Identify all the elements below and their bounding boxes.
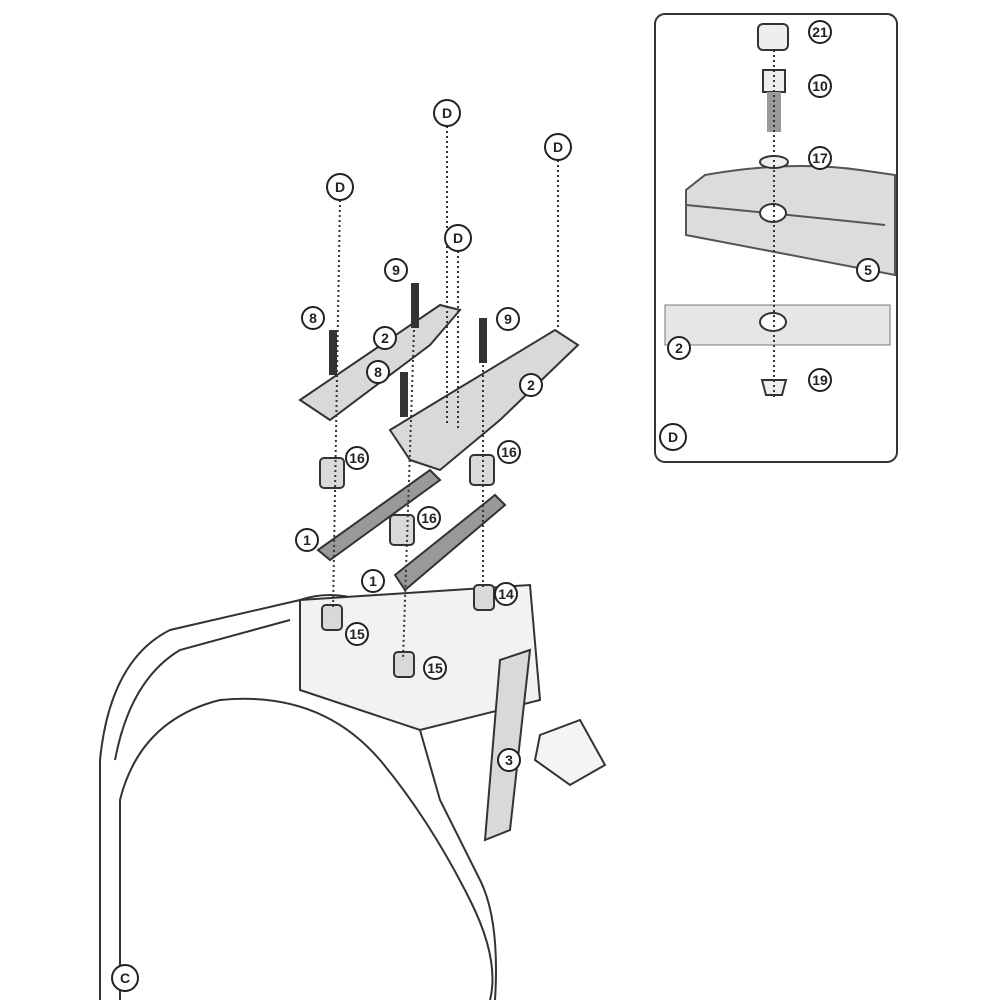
svg-text:19: 19 [812, 372, 828, 388]
callout-9: 9 [384, 258, 408, 282]
callout-1: 1 [295, 528, 319, 552]
spacer-16c [389, 514, 415, 546]
svg-text:14: 14 [498, 586, 514, 602]
svg-text:8: 8 [309, 310, 317, 326]
callout-8: 8 [366, 360, 390, 384]
spacer-15a [321, 604, 343, 631]
callout-2: 2 [373, 326, 397, 350]
callout-16: 16 [417, 506, 441, 530]
spacer-14 [473, 584, 495, 611]
svg-text:D: D [442, 105, 452, 121]
svg-text:1: 1 [303, 532, 311, 548]
callout-c: C [111, 964, 139, 992]
svg-text:D: D [453, 230, 463, 246]
callout-d: D [326, 173, 354, 201]
inset-callout-21: 21 [808, 20, 832, 44]
svg-text:D: D [335, 179, 345, 195]
svg-text:15: 15 [349, 626, 365, 642]
svg-text:16: 16 [421, 510, 437, 526]
cap-21 [757, 23, 789, 51]
svg-text:1: 1 [369, 573, 377, 589]
callout-16: 16 [345, 446, 369, 470]
callout-14: 14 [494, 582, 518, 606]
svg-text:2: 2 [381, 330, 389, 346]
callout-d: D [444, 224, 472, 252]
svg-text:9: 9 [504, 311, 512, 327]
svg-text:15: 15 [427, 660, 443, 676]
plate-1b [393, 493, 507, 592]
callout-d: D [544, 133, 572, 161]
nut-19 [760, 379, 788, 396]
inset-callout-d: D [659, 423, 687, 451]
inset-panel [654, 13, 898, 463]
inset-callout-19: 19 [808, 368, 832, 392]
svg-text:8: 8 [374, 364, 382, 380]
svg-text:5: 5 [864, 262, 872, 278]
bolt-8a [329, 330, 337, 375]
svg-text:16: 16 [349, 450, 365, 466]
callout-d: D [433, 99, 461, 127]
svg-text:21: 21 [812, 24, 828, 40]
callout-2: 2 [519, 373, 543, 397]
bolt-8b [400, 372, 408, 417]
spacer-16a [319, 457, 345, 489]
callout-16: 16 [497, 440, 521, 464]
svg-text:16: 16 [501, 444, 517, 460]
svg-text:9: 9 [392, 262, 400, 278]
inset-callout-2: 2 [667, 336, 691, 360]
callout-15: 15 [423, 656, 447, 680]
callout-8: 8 [301, 306, 325, 330]
inset-callout-5: 5 [856, 258, 880, 282]
svg-text:D: D [553, 139, 563, 155]
callout-1: 1 [361, 569, 385, 593]
svg-text:10: 10 [812, 78, 828, 94]
svg-text:17: 17 [812, 150, 828, 166]
svg-text:2: 2 [527, 377, 535, 393]
svg-text:D: D [668, 429, 678, 445]
spacer-15b [393, 651, 415, 678]
plate-1a [316, 468, 442, 562]
callout-3: 3 [497, 748, 521, 772]
inset-callout-10: 10 [808, 74, 832, 98]
motorcycle-tail [99, 583, 607, 1000]
svg-text:C: C [120, 970, 130, 986]
callout-15: 15 [345, 622, 369, 646]
svg-text:2: 2 [675, 340, 683, 356]
inset-callout-17: 17 [808, 146, 832, 170]
svg-text:3: 3 [505, 752, 513, 768]
callout-9: 9 [496, 307, 520, 331]
